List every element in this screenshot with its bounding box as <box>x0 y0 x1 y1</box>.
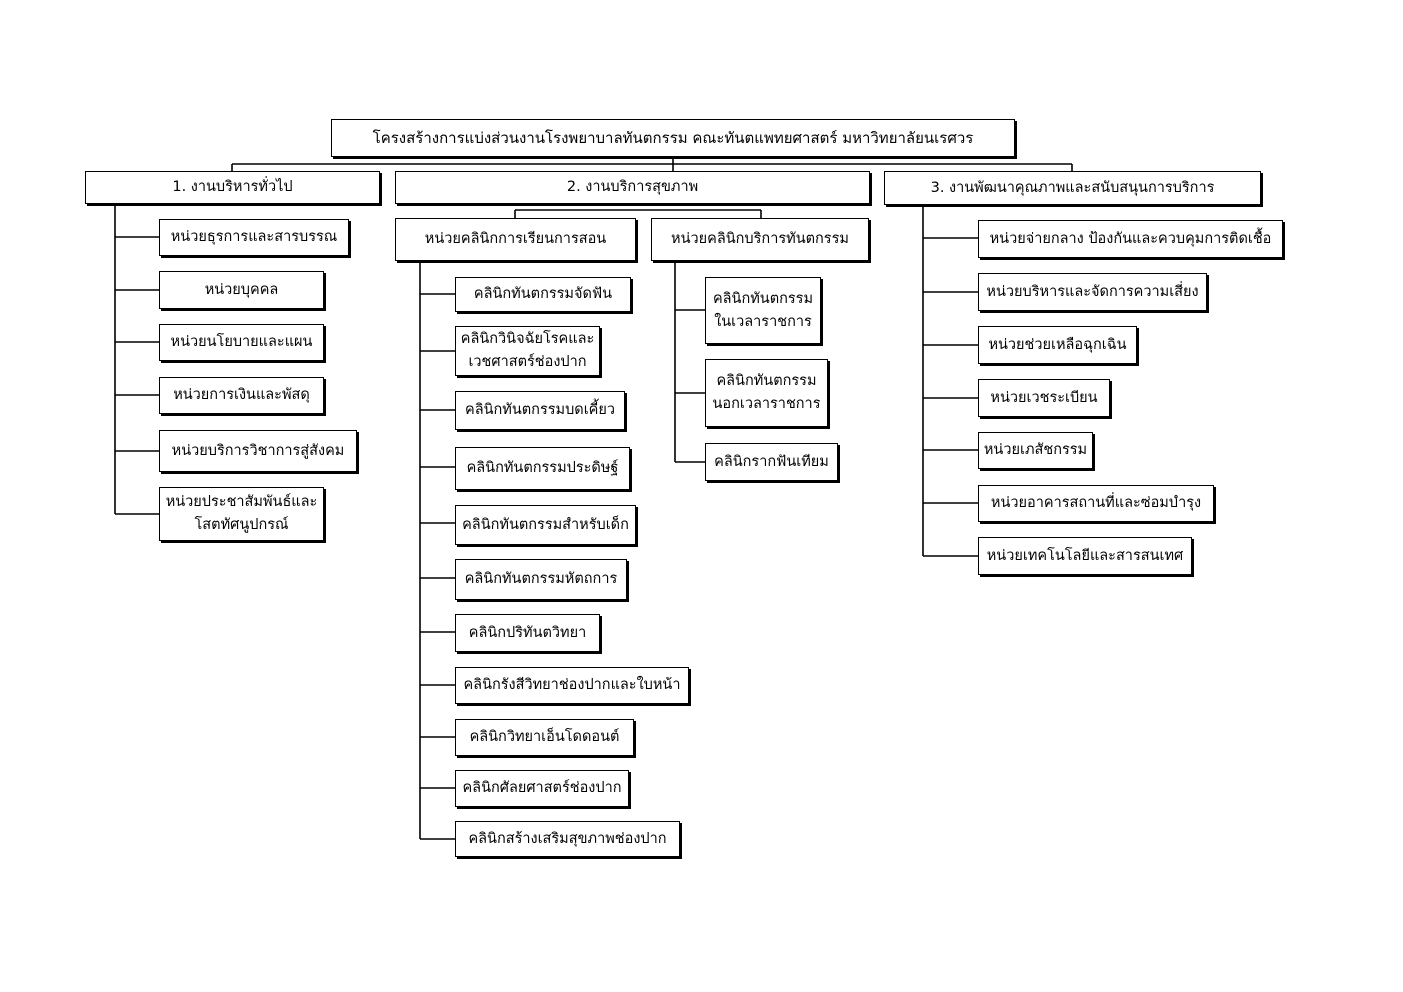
teaching-clinic: คลินิกวิทยาเอ็นโดดอนต์ <box>455 719 634 756</box>
clinic-label: คลินิกทันตกรรม ในเวลาราชการ <box>712 290 814 330</box>
teaching-clinic: คลินิกปริทันตวิทยา <box>455 614 600 652</box>
division-1-unit: หน่วยประชาสัมพันธ์และ โสตทัศนูปกรณ์ <box>159 487 324 541</box>
division-3-unit: หน่วยอาคารสถานที่และซ่อมบำรุง <box>978 485 1214 522</box>
teaching-clinic-unit-label: หน่วยคลินิกการเรียนการสอน <box>424 231 607 247</box>
unit-label: หน่วยเทคโนโลยีและสารสนเทศ <box>986 547 1184 564</box>
clinic-label: คลินิกทันตกรรมบดเคี้ยว <box>465 402 615 418</box>
division-2-label: 2. งานบริการสุขภาพ <box>566 179 699 195</box>
division-3-unit: หน่วยเทคโนโลยีและสารสนเทศ <box>978 537 1192 575</box>
clinic-label: คลินิกทันตกรรมประดิษฐ์ <box>466 460 619 476</box>
division-1-unit: หน่วยธุรการและสารบรรณ <box>159 219 349 256</box>
teaching-clinic: คลินิกศัลยศาสตร์ช่องปาก <box>455 770 629 807</box>
division-3-unit: หน่วยจ่ายกลาง ป้องกันและควบคุมการติดเชื้… <box>978 220 1283 258</box>
clinic-label: คลินิกรังสีวิทยาช่องปากและใบหน้า <box>463 677 681 693</box>
teaching-clinic: คลินิกวินิจฉัยโรคและ เวชศาสตร์ช่องปาก <box>455 326 600 376</box>
division-1-unit: หน่วยบริการวิชาการสู่สังคม <box>159 430 357 472</box>
clinic-label: คลินิกศัลยศาสตร์ช่องปาก <box>462 780 622 796</box>
teaching-clinic: คลินิกทันตกรรมจัดฟัน <box>455 277 631 312</box>
clinic-label: คลินิกทันตกรรมหัตถการ <box>464 571 618 587</box>
division-3-unit: หน่วยเภสัชกรรม <box>978 432 1093 469</box>
unit-label: หน่วยจ่ายกลาง ป้องกันและควบคุมการติดเชื้… <box>989 230 1272 247</box>
clinic-label: คลินิกวินิจฉัยโรคและ เวชศาสตร์ช่องปาก <box>460 331 595 370</box>
unit-label: หน่วยเภสัชกรรม <box>983 442 1088 458</box>
teaching-clinic: คลินิกรังสีวิทยาช่องปากและใบหน้า <box>455 667 689 704</box>
division-3-unit: หน่วยช่วยเหลือฉุกเฉิน <box>978 326 1137 364</box>
division-2-box: 2. งานบริการสุขภาพ <box>395 171 870 204</box>
division-1-unit: หน่วยนโยบายและแผน <box>159 324 324 361</box>
unit-label: หน่วยบริหารและจัดการความเสี่ยง <box>986 283 1199 300</box>
unit-label: หน่วยนโยบายและแผน <box>170 334 313 350</box>
division-1-label: 1. งานบริหารทั่วไป <box>172 179 293 195</box>
unit-label: หน่วยประชาสัมพันธ์และ โสตทัศนูปกรณ์ <box>165 494 318 533</box>
service-clinic: คลินิกทันตกรรม ในเวลาราชการ <box>705 277 821 344</box>
teaching-clinic: คลินิกทันตกรรมสำหรับเด็ก <box>455 505 636 545</box>
clinic-label: คลินิกทันตกรรมสำหรับเด็ก <box>462 516 629 533</box>
unit-label: หน่วยบุคคล <box>204 281 279 298</box>
service-clinic-unit-label: หน่วยคลินิกบริการทันตกรรม <box>671 231 849 247</box>
unit-label: หน่วยช่วยเหลือฉุกเฉิน <box>988 336 1127 353</box>
teaching-clinic-unit-box: หน่วยคลินิกการเรียนการสอน <box>395 218 636 261</box>
division-1-unit: หน่วยการเงินและพัสดุ <box>159 377 324 414</box>
clinic-label: คลินิกปริทันตวิทยา <box>468 624 587 641</box>
service-clinic-unit-box: หน่วยคลินิกบริการทันตกรรม <box>651 218 869 261</box>
chart-title: โครงสร้างการแบ่งส่วนงานโรงพยาบาลทันตกรรม… <box>372 128 974 147</box>
division-1-box: 1. งานบริหารทั่วไป <box>85 171 380 204</box>
division-3-unit: หน่วยเวชระเบียน <box>978 379 1110 417</box>
chart-title-box: โครงสร้างการแบ่งส่วนงานโรงพยาบาลทันตกรรม… <box>331 119 1015 157</box>
teaching-clinic: คลินิกสร้างเสริมสุขภาพช่องปาก <box>455 821 680 857</box>
clinic-label: คลินิกวิทยาเอ็นโดดอนต์ <box>469 729 620 745</box>
unit-label: หน่วยอาคารสถานที่และซ่อมบำรุง <box>990 495 1202 511</box>
division-1-unit: หน่วยบุคคล <box>159 271 324 309</box>
division-3-box: 3. งานพัฒนาคุณภาพและสนับสนุนการบริการ <box>884 171 1261 205</box>
teaching-clinic: คลินิกทันตกรรมบดเคี้ยว <box>455 391 625 430</box>
clinic-label: คลินิกทันตกรรมจัดฟัน <box>473 286 613 302</box>
service-clinic: คลินิกทันตกรรม นอกเวลาราชการ <box>705 359 828 427</box>
unit-label: หน่วยธุรการและสารบรรณ <box>170 229 338 245</box>
division-3-unit: หน่วยบริหารและจัดการความเสี่ยง <box>978 273 1207 311</box>
clinic-label: คลินิกรากฟันเทียม <box>714 453 829 470</box>
service-clinic: คลินิกรากฟันเทียม <box>705 443 838 481</box>
teaching-clinic: คลินิกทันตกรรมหัตถการ <box>455 559 627 600</box>
unit-label: หน่วยการเงินและพัสดุ <box>173 387 310 403</box>
unit-label: หน่วยเวชระเบียน <box>990 389 1098 406</box>
clinic-label: คลินิกสร้างเสริมสุขภาพช่องปาก <box>468 830 667 847</box>
clinic-label: คลินิกทันตกรรม นอกเวลาราชการ <box>712 373 821 412</box>
teaching-clinic: คลินิกทันตกรรมประดิษฐ์ <box>455 447 630 490</box>
division-3-label: 3. งานพัฒนาคุณภาพและสนับสนุนการบริการ <box>930 179 1215 196</box>
unit-label: หน่วยบริการวิชาการสู่สังคม <box>171 442 345 459</box>
